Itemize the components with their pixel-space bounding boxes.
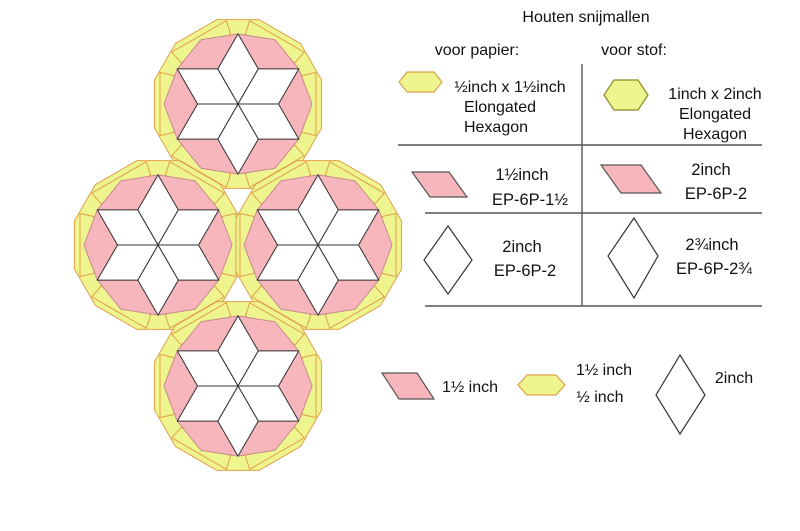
star-rhombus-bottom-5 [176, 350, 239, 387]
column-header-paper: voor papier: [435, 42, 520, 59]
row1-fabric-line2: Elongated [679, 106, 751, 123]
elongated-hexagon-small-icon [398, 71, 443, 93]
row1-paper-line3: Hexagon [464, 119, 528, 136]
star-rhombus-left-5 [96, 209, 159, 246]
rhombus-pink-fabric-icon [599, 164, 663, 194]
row1-paper-line2: Elongated [464, 99, 536, 116]
row2-paper-line1: 1½inch [495, 166, 548, 184]
legend-hex-width-label: ½ inch [576, 389, 623, 406]
row3-paper-line2: EP-6P-2 [494, 262, 556, 280]
page-title: Houten snijmallen [522, 9, 649, 26]
row3-paper-line1: 2inch [502, 238, 541, 256]
row3-fabric-line2: EP-6P-2¾ [676, 260, 752, 278]
row1-paper-line1: ½inch x 1½inch [454, 79, 565, 96]
row2-paper-line2: EP-6P-1½ [492, 191, 568, 209]
legend-hex-length-label: 1½ inch [576, 362, 632, 379]
legend-rhombus-pink-icon [380, 372, 436, 400]
legend-elongated-hexagon-icon [517, 374, 566, 396]
rhombus-pink-paper-icon [410, 171, 469, 198]
row1-fabric-line1: 1inch x 2inch [668, 86, 761, 103]
row2-fabric-line2: EP-6P-2 [685, 185, 747, 203]
legend-rhombus-white-icon [655, 353, 706, 436]
column-header-fabric: voor stof: [601, 42, 667, 59]
legend-white-label: 2inch [715, 370, 753, 387]
star-rhombus-top-5 [176, 68, 239, 105]
quilt-pattern [73, 19, 403, 471]
row3-fabric-line1: 2¾inch [685, 236, 738, 254]
legend-pink-label: 1½ inch [442, 379, 498, 396]
rhombus-white-paper-icon [423, 224, 473, 296]
row2-fabric-line1: 2inch [691, 161, 730, 179]
elongated-hexagon-large-icon [603, 79, 649, 111]
star-rhombus-right-5 [256, 209, 319, 246]
rhombus-white-fabric-icon [607, 216, 659, 300]
template-table [398, 64, 762, 307]
row1-fabric-line3: Hexagon [683, 126, 747, 143]
